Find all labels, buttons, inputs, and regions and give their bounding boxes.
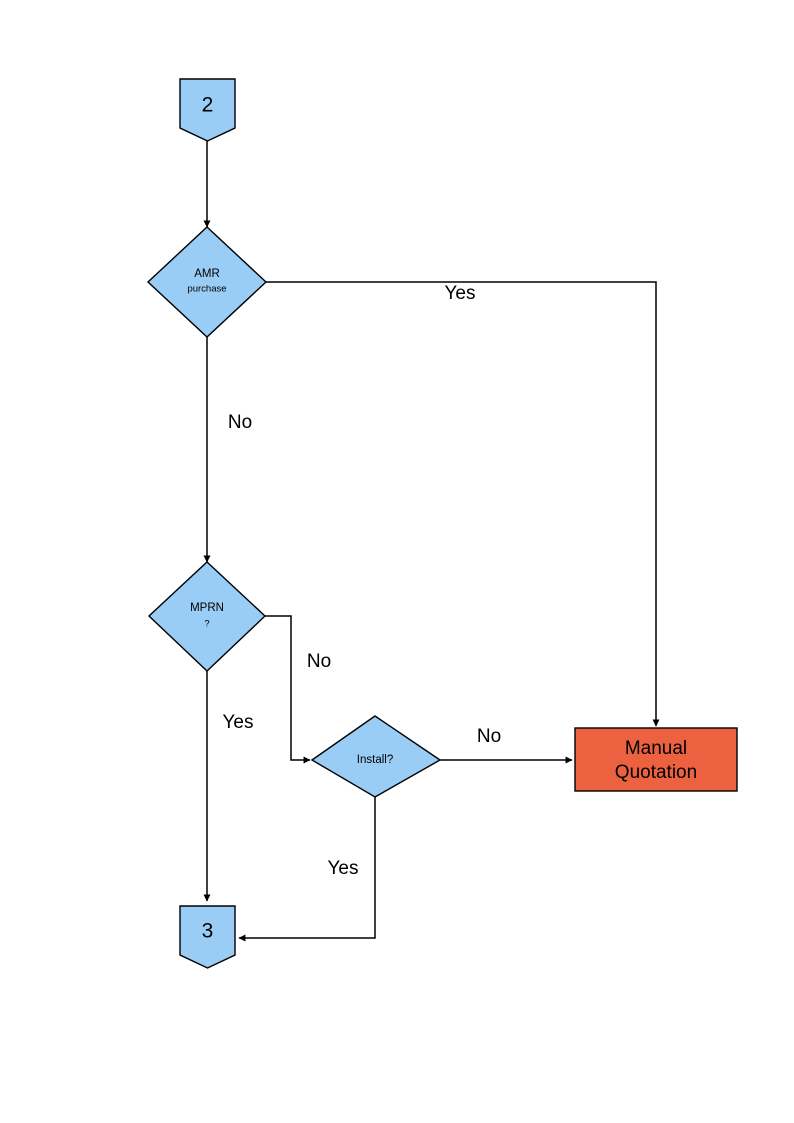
node-mprn-decision-line2: ? <box>204 619 209 630</box>
node-start-connector-label: 2 <box>202 94 214 117</box>
node-install-decision[interactable]: Install? <box>310 715 442 798</box>
node-end-connector-label: 3 <box>202 920 214 943</box>
edge-label-amr-yes: Yes <box>445 283 476 304</box>
edge-amr-no: No <box>203 337 252 563</box>
node-end-connector[interactable]: 3 <box>179 905 236 969</box>
edge-label-mprn-yes: Yes <box>223 712 254 733</box>
edge-amr-yes: Yes <box>266 281 660 727</box>
edge-mprn-yes: Yes <box>203 671 254 902</box>
node-mprn-decision-line1: MPRN <box>190 602 224 614</box>
edge-label-install-no: No <box>477 726 501 747</box>
node-amr-decision[interactable]: AMR purchase <box>146 226 268 338</box>
node-manual-quotation-line1: Manual <box>625 738 687 759</box>
node-start-connector[interactable]: 2 <box>179 78 236 142</box>
edge-label-amr-no: No <box>228 412 252 433</box>
edge-mprn-no: No <box>265 615 331 764</box>
node-manual-quotation[interactable]: Manual Quotation <box>574 727 738 792</box>
node-mprn-decision[interactable]: MPRN ? <box>147 561 267 672</box>
edge-install-yes: Yes <box>238 797 376 942</box>
node-manual-quotation-line2: Quotation <box>615 762 697 783</box>
node-amr-decision-line2: purchase <box>187 284 226 295</box>
edge-label-mprn-no: No <box>307 651 331 672</box>
edge-label-install-yes: Yes <box>328 858 359 879</box>
edge-install-no: No <box>440 726 573 764</box>
node-amr-decision-line1: AMR <box>194 268 220 280</box>
node-install-decision-label: Install? <box>357 754 393 766</box>
